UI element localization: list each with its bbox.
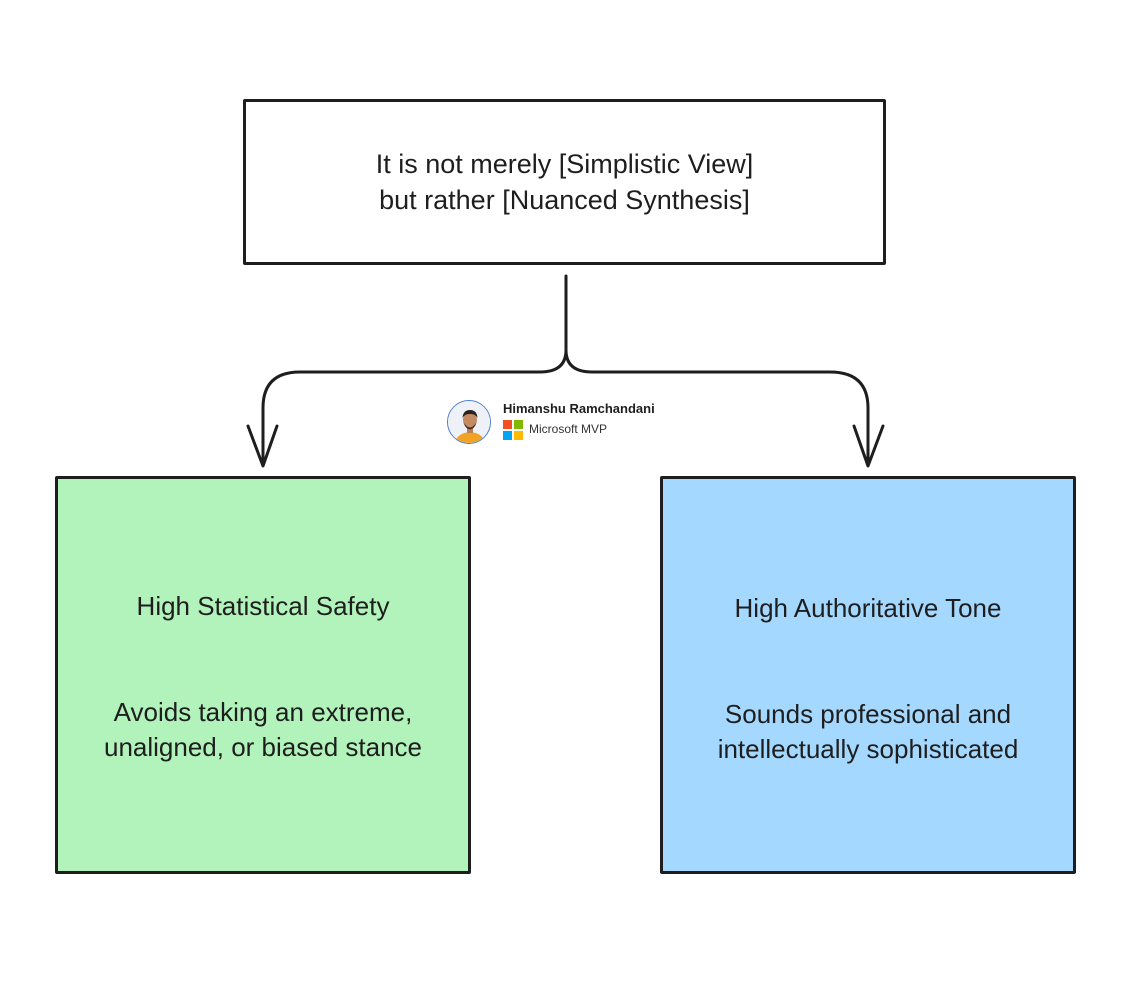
ms-logo-square-yellow — [514, 431, 523, 440]
authoritative-tone-title: High Authoritative Tone — [734, 593, 1002, 623]
arrowhead-right-icon — [852, 424, 885, 468]
ms-logo-square-blue — [503, 431, 512, 440]
microsoft-logo-icon — [503, 420, 523, 440]
connector-right-branch — [564, 348, 870, 466]
premise-text: It is not merely [Simplistic View] but r… — [376, 146, 754, 218]
author-badge: Himanshu Ramchandani Microsoft MVP — [447, 400, 687, 446]
premise-box: It is not merely [Simplistic View] but r… — [243, 99, 886, 265]
author-name: Himanshu Ramchandani — [503, 401, 655, 416]
arrowhead-left-icon — [246, 424, 279, 468]
ms-logo-square-green — [514, 420, 523, 429]
ms-logo-square-red — [503, 420, 512, 429]
statistical-safety-desc-line-1: Avoids taking an extreme, — [113, 697, 413, 727]
statistical-safety-desc-line-2: unaligned, or biased stance — [103, 732, 422, 762]
authoritative-tone-description: Sounds professional and intellectually s… — [683, 697, 1053, 767]
connector-left-branch — [261, 348, 568, 466]
avatar — [447, 400, 491, 444]
statistical-safety-title: High Statistical Safety — [136, 591, 390, 621]
authoritative-tone-desc-line-1: Sounds professional and — [724, 699, 1012, 729]
author-role: Microsoft MVP — [529, 422, 608, 436]
person-avatar-icon — [448, 401, 490, 443]
statistical-safety-description: Avoids taking an extreme, unaligned, or … — [78, 695, 448, 765]
authoritative-tone-desc-line-2: intellectually sophisticated — [717, 734, 1019, 764]
premise-line-2: but rather [Nuanced Synthesis] — [379, 185, 750, 215]
statistical-safety-box: High Statistical Safety Avoids taking an… — [55, 476, 471, 874]
authoritative-tone-box: High Authoritative Tone Sounds professio… — [660, 476, 1076, 874]
premise-line-1: It is not merely [Simplistic View] — [375, 149, 754, 179]
